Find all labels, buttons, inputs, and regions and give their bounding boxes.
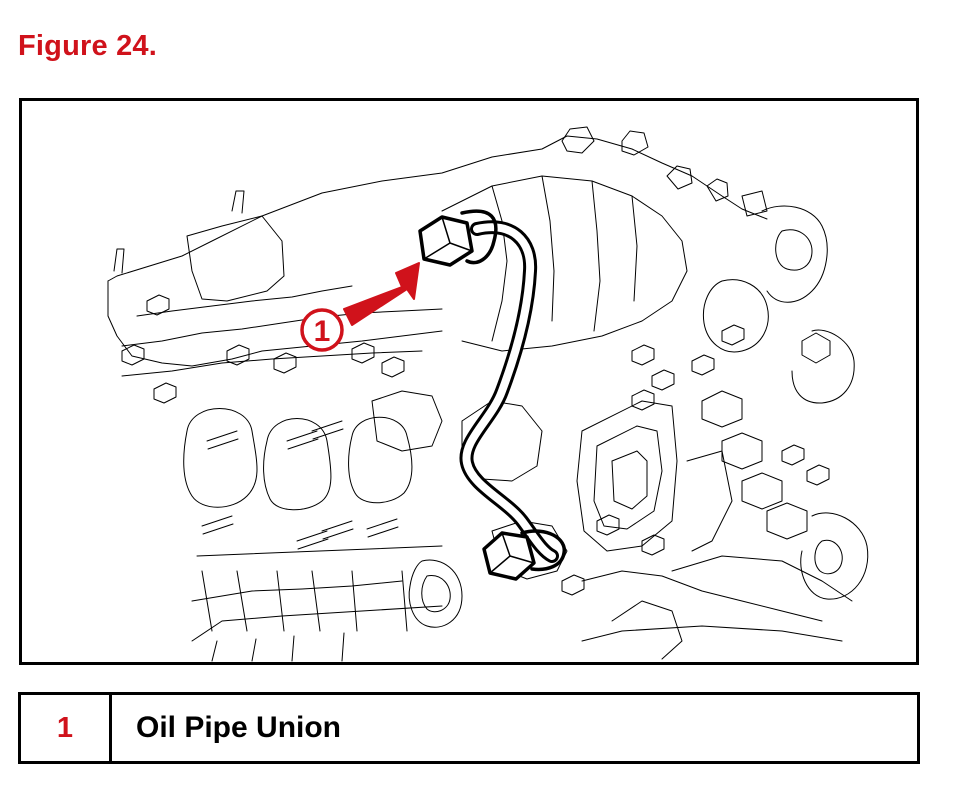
figure-title: Figure 24. (18, 30, 157, 62)
legend-label: Oil Pipe Union (136, 711, 342, 744)
diagram-frame: 1 (19, 98, 919, 665)
engine-block-linework (107, 126, 869, 662)
callout-1: 1 (300, 262, 420, 352)
legend-table: 1 Oil Pipe Union (18, 692, 920, 764)
oil-pipe (418, 209, 566, 581)
engine-illustration: 1 (107, 126, 869, 662)
arrow-icon (343, 262, 420, 326)
legend-number: 1 (21, 695, 112, 761)
circle-number-icon (300, 308, 344, 352)
callout-number: 1 (314, 315, 331, 348)
